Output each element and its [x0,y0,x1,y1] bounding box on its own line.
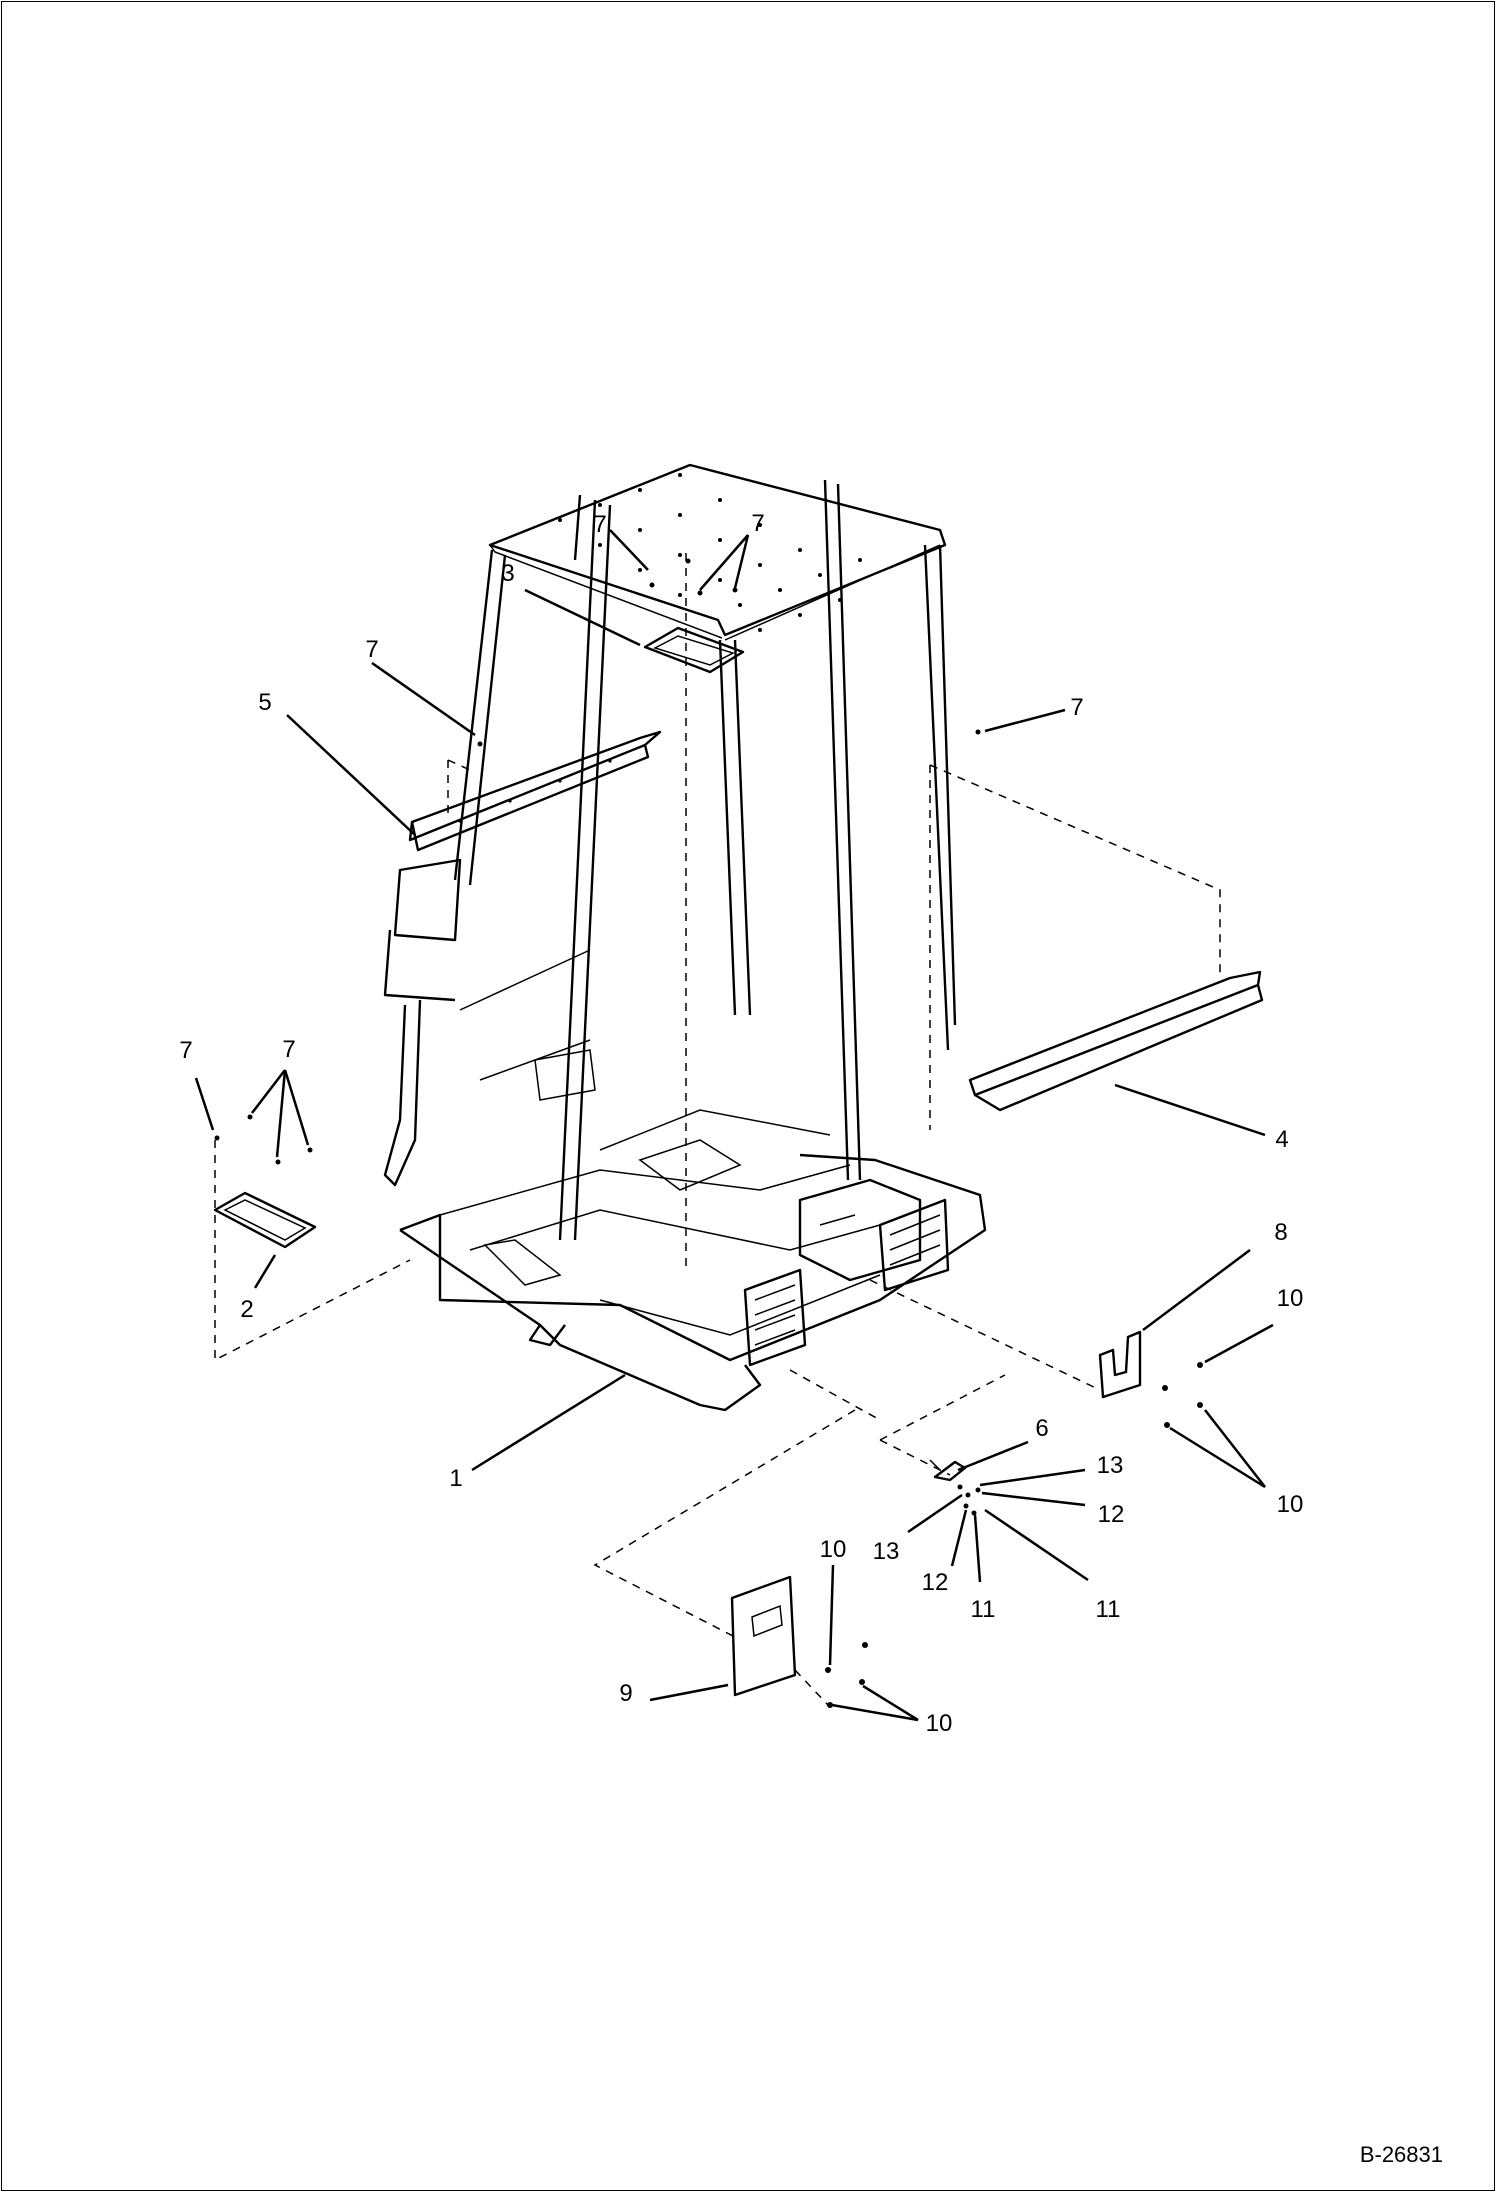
callout-10-b: 10 [1277,1491,1304,1518]
cover-panel [730,1575,797,1697]
callout-11-a: 11 [971,1596,996,1623]
callout-7-d: 7 [1070,694,1083,721]
callout-4: 4 [1275,1126,1288,1153]
drip-rail-left [408,730,662,852]
callout-12-b: 12 [922,1569,949,1596]
callout-leaders [194,529,1274,1722]
callout-8: 8 [1274,1219,1287,1246]
shield-plate [1098,1330,1142,1399]
drip-rail-right [968,970,1264,1112]
callout-7-f: 7 [282,1036,295,1063]
callout-7-a: 7 [593,511,606,538]
callout-1: 1 [449,1465,462,1492]
figure-id: B-26831 [1360,2142,1443,2167]
callout-12-a: 12 [1098,1501,1125,1528]
callout-11-b: 11 [1096,1596,1121,1623]
callout-10-a: 10 [1277,1285,1304,1312]
window-seal-left [213,1191,317,1249]
hardware-fasteners [214,558,1203,1708]
callout-7-c: 7 [365,636,378,663]
callout-5: 5 [258,689,271,716]
callout-7-b: 7 [751,510,764,537]
callout-6: 6 [1035,1415,1048,1442]
callout-13-a: 13 [1097,1452,1124,1479]
callout-2: 2 [240,1296,253,1323]
cab-frame [383,463,987,1412]
callout-3: 3 [501,560,514,587]
window-seal-top [643,626,745,674]
callout-10-c: 10 [820,1536,847,1563]
callout-10-d: 10 [926,1710,953,1737]
callout-7-e: 7 [179,1037,192,1064]
callout-13-b: 13 [873,1538,900,1565]
callout-labels: 1 2 3 4 5 6 7 7 7 7 7 7 8 9 10 10 10 10 … [179,510,1303,1737]
callout-9: 9 [619,1680,632,1707]
explosion-lines [214,553,1221,1706]
